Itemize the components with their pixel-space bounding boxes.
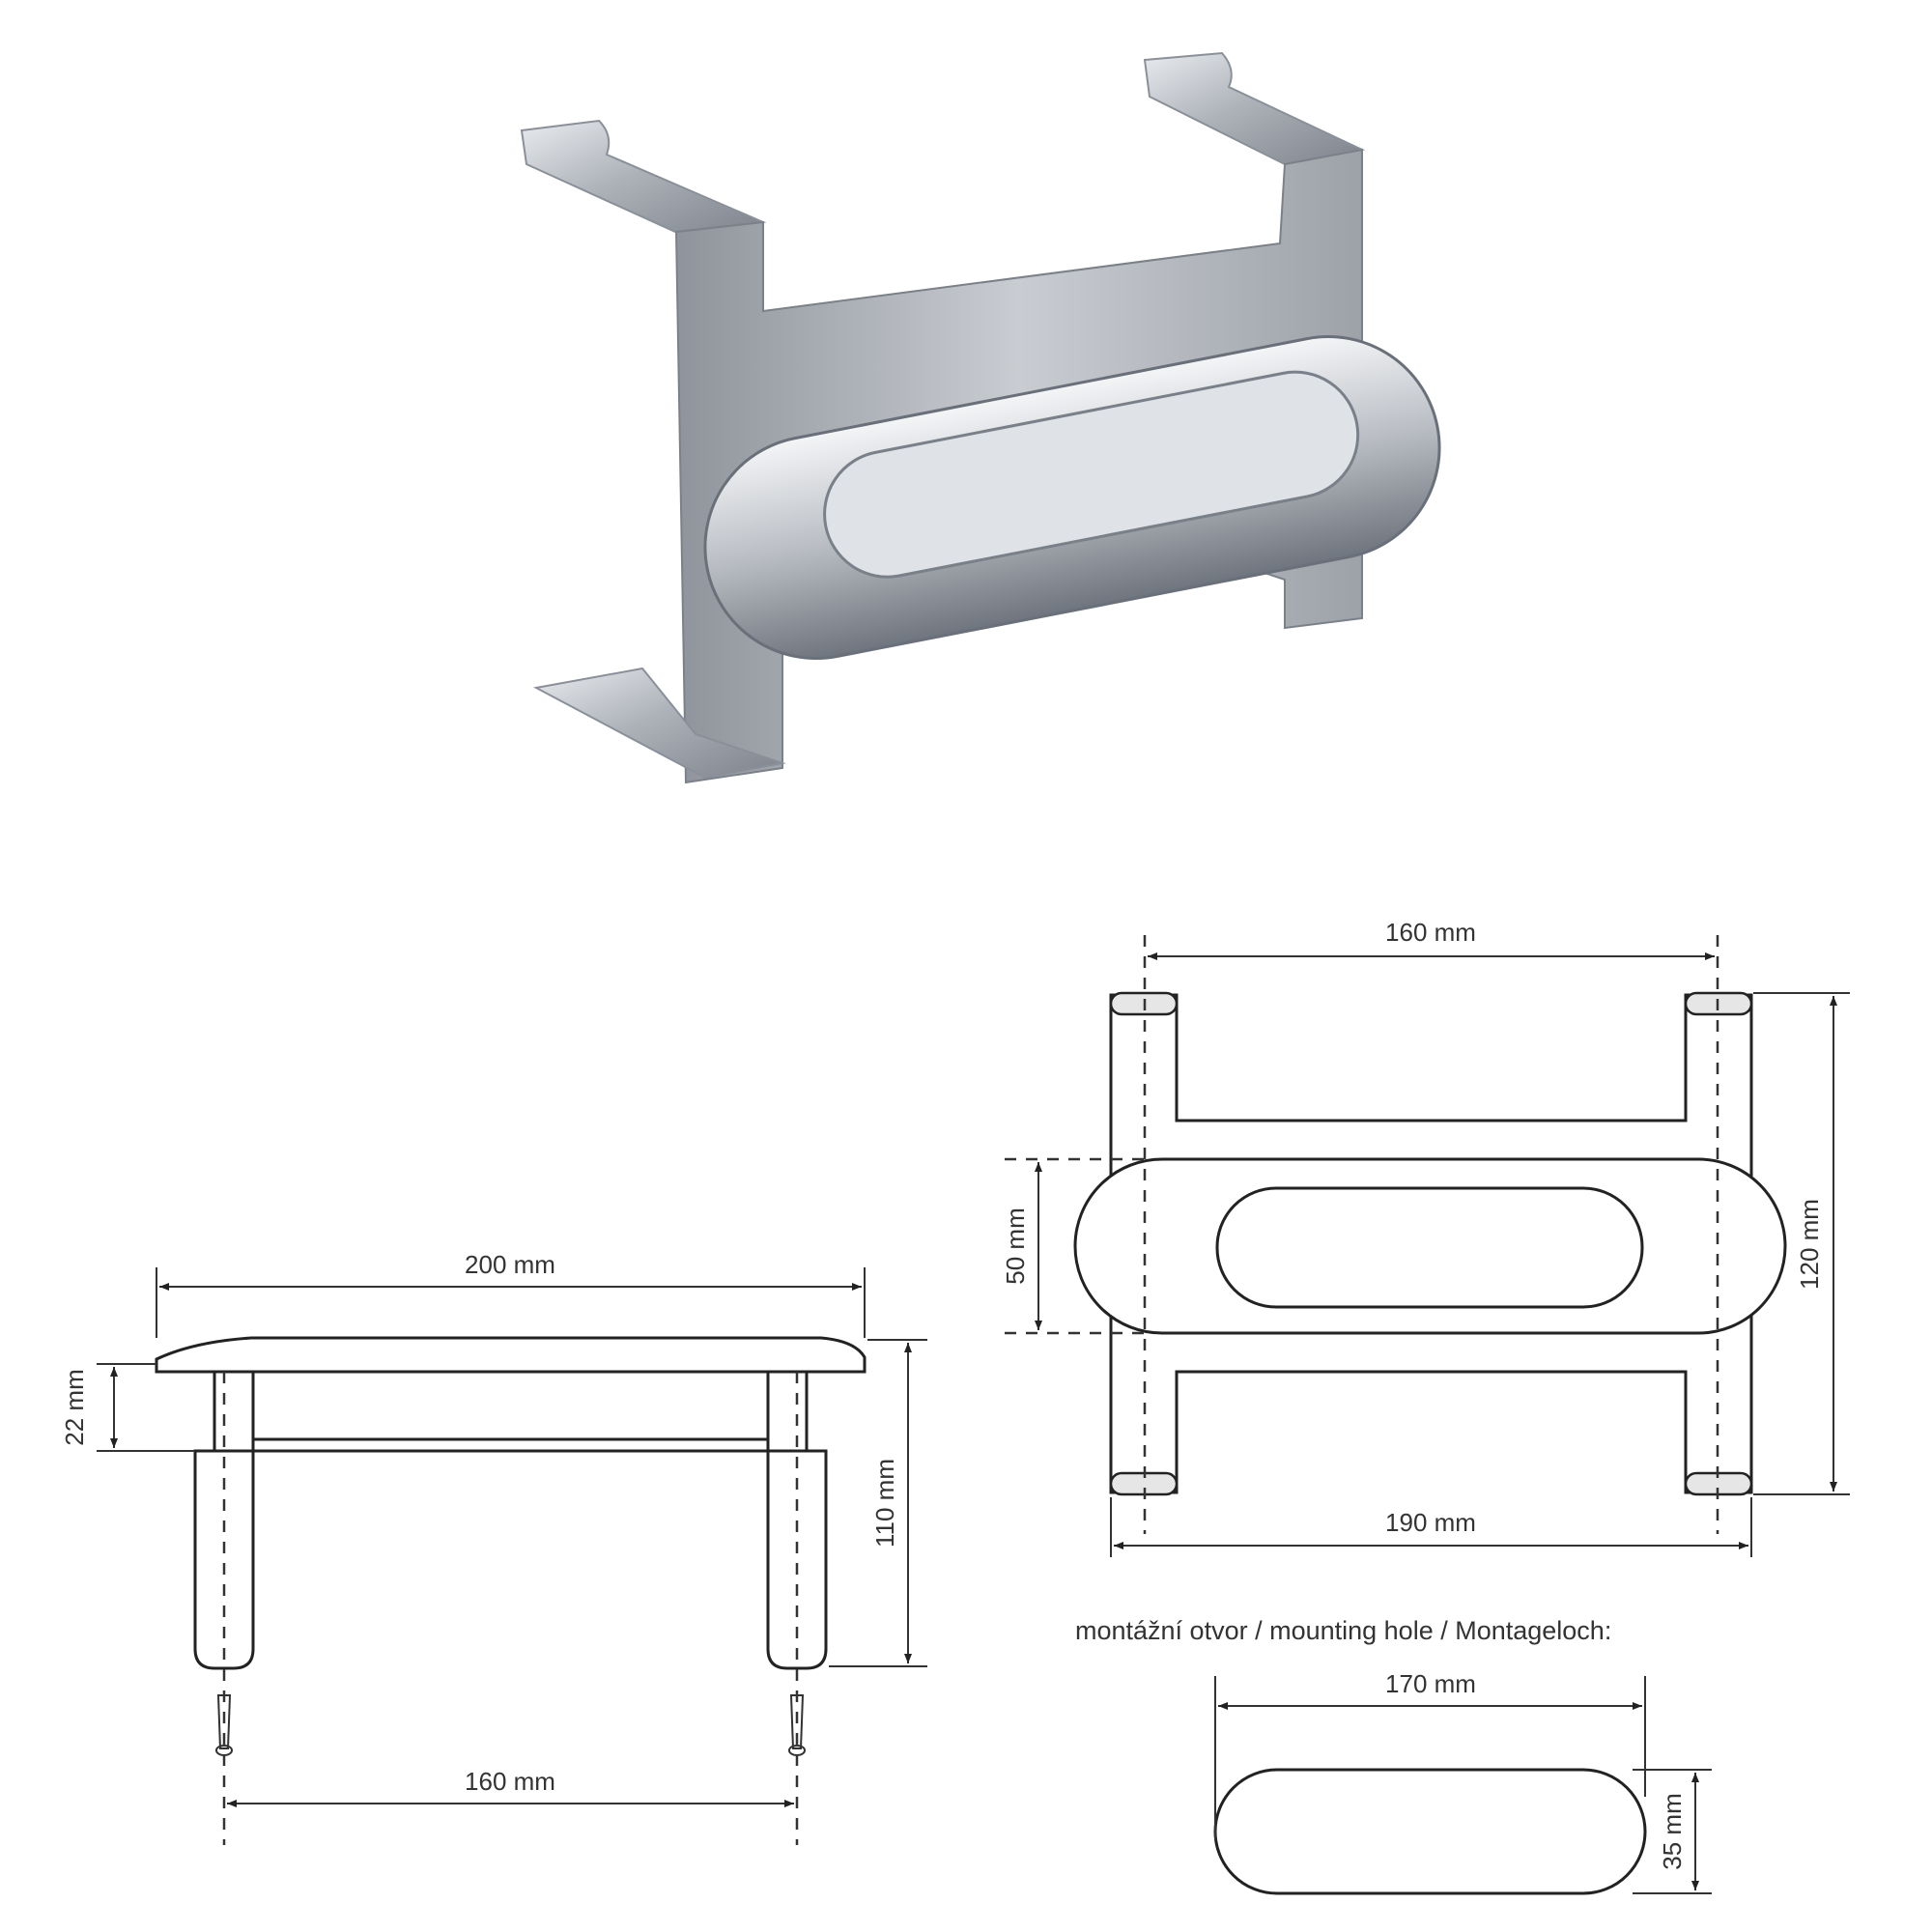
side-small-label: 22 mm [60, 1369, 89, 1445]
top-spacing-label: 160 mm [1385, 918, 1476, 947]
top-oval-outer [1073, 1157, 1787, 1335]
right-top-tab [1143, 51, 1366, 166]
oval-ring-opening [823, 370, 1360, 579]
top-view-drawing: 160 mm 120 mm 50 mm 190 mm [1001, 918, 1850, 1557]
mounting-hole-outline [1213, 1768, 1647, 1895]
mounting-hole-drawing: montážní otvor / mounting hole / Montage… [1075, 1616, 1712, 1895]
side-view-drawing: 200 mm 110 mm 22 mm 160 mm [60, 1250, 927, 1845]
top-width-label: 190 mm [1385, 1508, 1476, 1537]
side-leg-right [766, 1449, 828, 1670]
top-height-label: 120 mm [1795, 1199, 1824, 1290]
left-top-tab [520, 119, 767, 239]
bottom-foot [532, 667, 786, 780]
side-cap [155, 1336, 867, 1374]
side-spacing-label: 160 mm [465, 1767, 555, 1796]
product-photo [520, 51, 1441, 784]
side-post-left-upper [213, 1370, 255, 1453]
screw-icon [215, 1694, 233, 1756]
side-post-right-upper [766, 1370, 809, 1453]
side-leg-left [193, 1449, 255, 1670]
top-oval-inner [1215, 1186, 1644, 1309]
screw-icon [788, 1694, 806, 1756]
mounting-hole-width-label: 170 mm [1385, 1669, 1476, 1698]
top-ring-label: 50 mm [1001, 1208, 1030, 1284]
mounting-hole-height-label: 35 mm [1658, 1793, 1687, 1869]
side-width-label: 200 mm [465, 1250, 555, 1279]
side-plate [251, 1370, 770, 1453]
mounting-hole-caption: montážní otvor / mounting hole / Montage… [1075, 1616, 1611, 1645]
side-height-label: 110 mm [870, 1459, 899, 1548]
